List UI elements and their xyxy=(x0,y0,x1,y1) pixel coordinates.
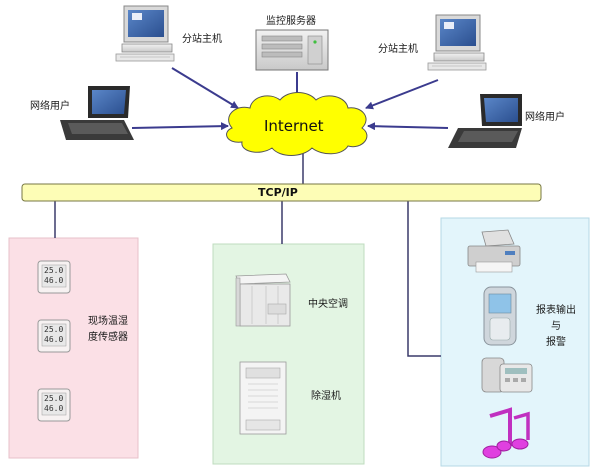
label-pc-right: 分站主机 xyxy=(378,44,418,55)
telephone-icon xyxy=(481,357,533,393)
sensor-reading-top: 25.0 xyxy=(44,394,64,403)
sensor-reading-bottom: 46.0 xyxy=(44,335,64,344)
internet-cloud xyxy=(226,92,368,156)
mobile-phone-icon xyxy=(483,286,517,346)
sensor-device-icon xyxy=(37,388,71,422)
label-sensors-line2: 度传感器 xyxy=(88,332,128,343)
laptop-right-icon xyxy=(448,94,522,148)
label-output-line1: 报表输出 xyxy=(536,305,576,316)
arrow-laptop-left xyxy=(131,122,229,131)
arrow-laptop-right xyxy=(367,122,449,131)
label-laptop-right: 网络用户 xyxy=(525,112,565,123)
label-output-line3: 报警 xyxy=(546,337,566,348)
printer-icon xyxy=(467,229,521,273)
sensor-reading-bottom: 46.0 xyxy=(44,276,64,285)
label-server: 监控服务器 xyxy=(266,16,316,27)
air-conditioner-icon xyxy=(235,273,291,327)
dehumidifier-icon xyxy=(239,361,287,435)
sensor-reading-top: 25.0 xyxy=(44,266,64,275)
sensors-panel xyxy=(8,237,139,459)
sensor-reading-top: 25.0 xyxy=(44,325,64,334)
server-icon xyxy=(255,29,329,71)
music-notes-icon xyxy=(482,407,530,459)
output-link xyxy=(407,201,441,357)
arrow-pc-right xyxy=(365,79,439,110)
label-sensors: 现场温湿 度传感器 xyxy=(82,314,134,346)
arrow-pc-left xyxy=(171,67,239,109)
label-tcpip: TCP/IP xyxy=(258,186,298,199)
laptop-left-icon xyxy=(60,86,134,140)
label-laptop-left: 网络用户 xyxy=(30,101,70,112)
label-output-line2: 与 xyxy=(551,321,561,332)
label-air-conditioner: 中央空调 xyxy=(308,299,348,310)
label-output: 报表输出 与 报警 xyxy=(527,303,585,351)
sensor-reading-bottom: 46.0 xyxy=(44,404,64,413)
tcpip-bus xyxy=(21,183,542,202)
sensor-device-icon xyxy=(37,260,71,294)
label-sensors-line1: 现场温湿 xyxy=(88,316,128,327)
label-pc-left: 分站主机 xyxy=(182,34,222,45)
desktop-pc-right-icon xyxy=(427,14,487,71)
climate-panel xyxy=(212,243,365,465)
label-dehumidifier: 除湿机 xyxy=(311,391,341,402)
desktop-pc-left-icon xyxy=(115,5,175,62)
label-internet: Internet xyxy=(264,117,324,135)
sensor-device-icon xyxy=(37,319,71,353)
